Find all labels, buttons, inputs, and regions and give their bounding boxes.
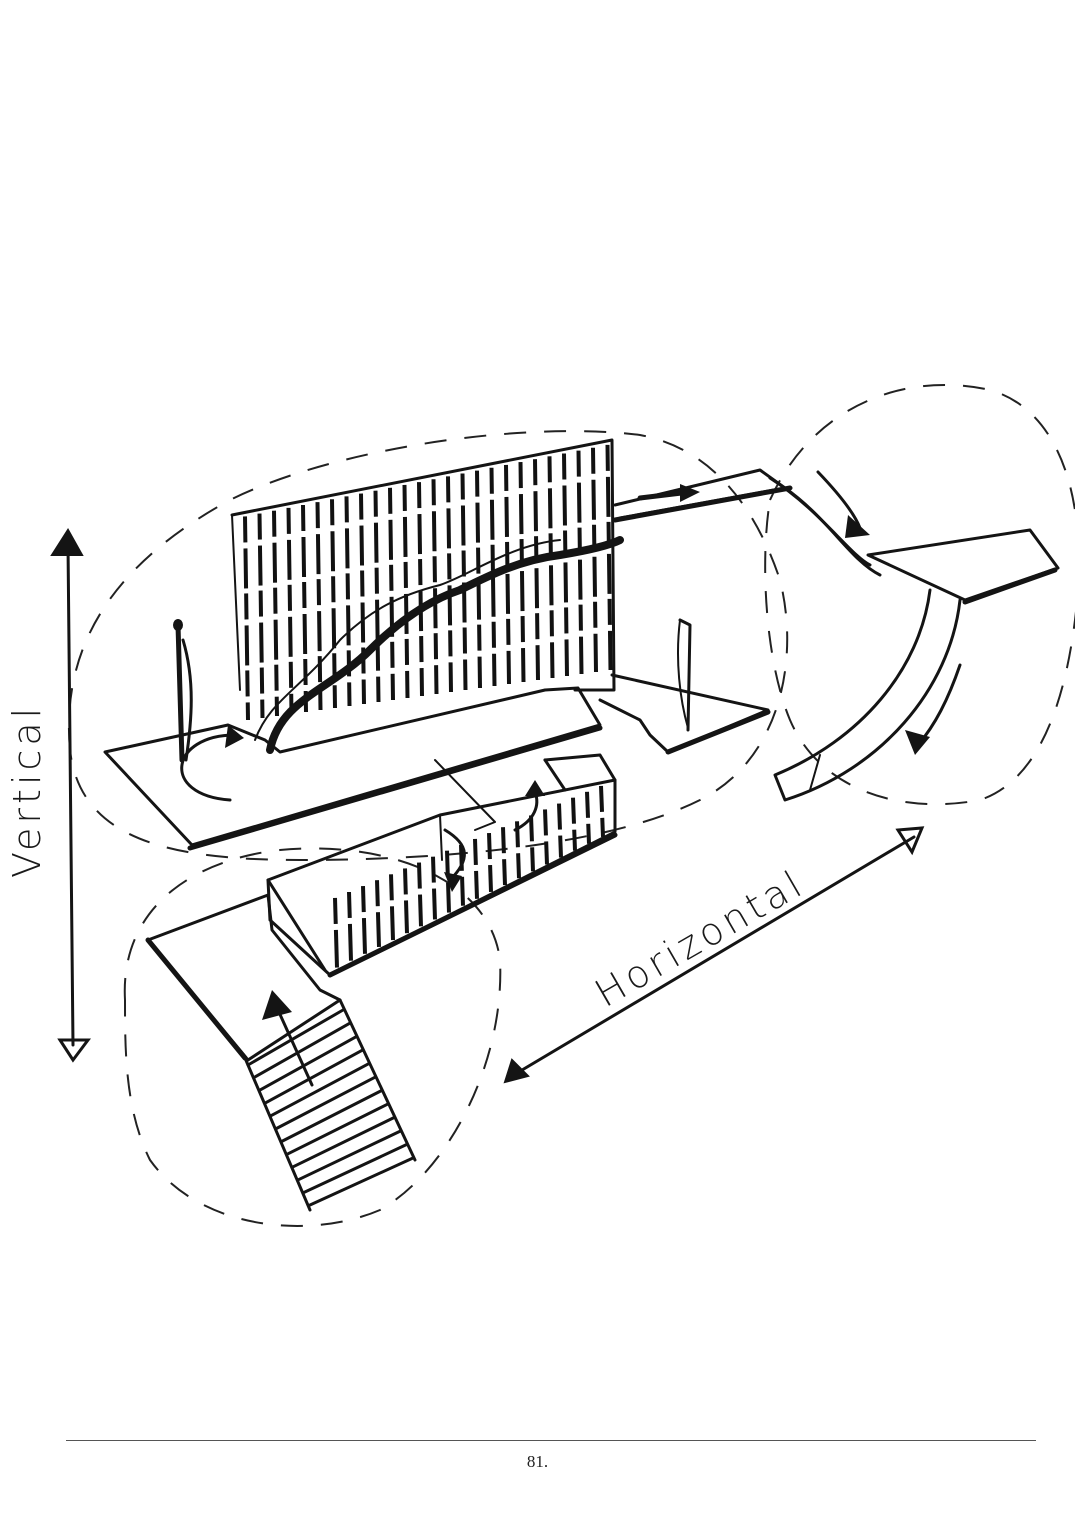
zone-outlines [67,383,1075,1227]
box-hatch-line [473,838,479,899]
wall-hatch-line [243,516,250,721]
stair-tread [302,1143,409,1194]
stair-tread [291,1116,396,1169]
stair-landing [145,893,342,1062]
wall-hatch-line [330,499,337,709]
box-hatch-line [529,815,535,872]
arrowhead-left-icon [503,1058,530,1084]
arrowhead-down-icon [57,1038,91,1063]
slide-ramps [768,470,1060,802]
wall-hatch-line [562,453,569,677]
arrowhead-stair-icon [262,990,292,1020]
arrow-slide-bottom-icon [905,730,930,755]
stair-tread [297,1129,402,1182]
vertical-label: Vertical [5,704,49,878]
box-hatch-line [333,897,339,968]
horizontal-label: Horizontal [588,861,813,1016]
main-platform [103,686,603,851]
box-hatch-line [487,832,493,892]
arrowhead-right-icon [895,826,925,856]
vertical-axis-arrow [50,528,91,1063]
footer-divider [66,1440,1036,1441]
box-hatch-line [557,803,563,858]
arrow-slide-top-icon [845,515,870,538]
wall-hatch-line [272,510,279,717]
wall-hatch-line [576,450,584,675]
wall-hatch-line [547,456,555,679]
page-number: 81. [526,1452,549,1471]
box-hatch-line [501,827,507,886]
wall-hatch-line [344,496,352,707]
box-hatch-line [417,862,423,927]
wall-hatch-line [605,444,613,671]
wall-hatch-line [533,459,540,681]
box-hatch-line [375,880,381,947]
box-hatch-line [571,797,577,851]
stair-tread [269,1062,370,1118]
stair-up-arrow [262,990,314,1087]
stair-tread [285,1102,390,1156]
arrowhead-up-icon [50,528,84,556]
wall-hatch-line [257,513,265,719]
box-hatch-line [389,874,395,941]
box-hatch-line [459,844,465,906]
dashed-zone-right [764,383,1075,806]
box-hatch-line [585,791,591,844]
figure-left [173,619,244,802]
hatched-wall [230,438,624,754]
box-hatch-line [431,856,437,920]
stair-tread [263,1048,364,1105]
wall-hatch-line [315,502,323,711]
wall-hatch-line [359,493,366,705]
box-hatch-line [347,891,353,961]
wall-hatch-line [388,487,395,701]
stair-tread [308,1156,415,1207]
stair-tread [252,1021,351,1080]
stair-tread [246,1008,345,1067]
box-hatch-line [445,850,451,913]
stair-tread [257,1035,358,1092]
wall-hatch-line [460,473,468,691]
box-hatch-line [599,785,605,837]
wall-hatch-line [518,462,526,683]
wall-hatch-line [373,490,381,703]
wall-hatch-line [402,484,410,699]
horizontal-axis-arrow [503,826,925,1084]
box-hatch-line [543,809,549,865]
wall-hatch-line [504,464,511,685]
curved-arrow-left [180,733,237,802]
wavy-ramp [266,536,624,754]
box-hatch-line [361,886,367,954]
dashed-zone-stair [123,847,502,1227]
wall-hatch-line [417,482,424,697]
wall-hatch-line [431,479,439,695]
wall-hatch-line [591,447,598,673]
right-platform [598,618,771,755]
wall-hatch-line [301,504,308,713]
wall-hatch-line [286,507,294,715]
bridge-slab [612,468,793,523]
stair-tread [274,1075,377,1131]
stairs [243,998,417,1212]
dashed-zone-main [67,430,789,862]
stair-tread [280,1089,383,1143]
arrow-bridge-icon [680,484,700,502]
hatched-box [266,753,618,978]
box-hatch-line [403,868,409,934]
wall-hatch-line [475,470,482,689]
box-hatch-line [515,821,521,879]
wall-hatch-line [446,476,453,693]
